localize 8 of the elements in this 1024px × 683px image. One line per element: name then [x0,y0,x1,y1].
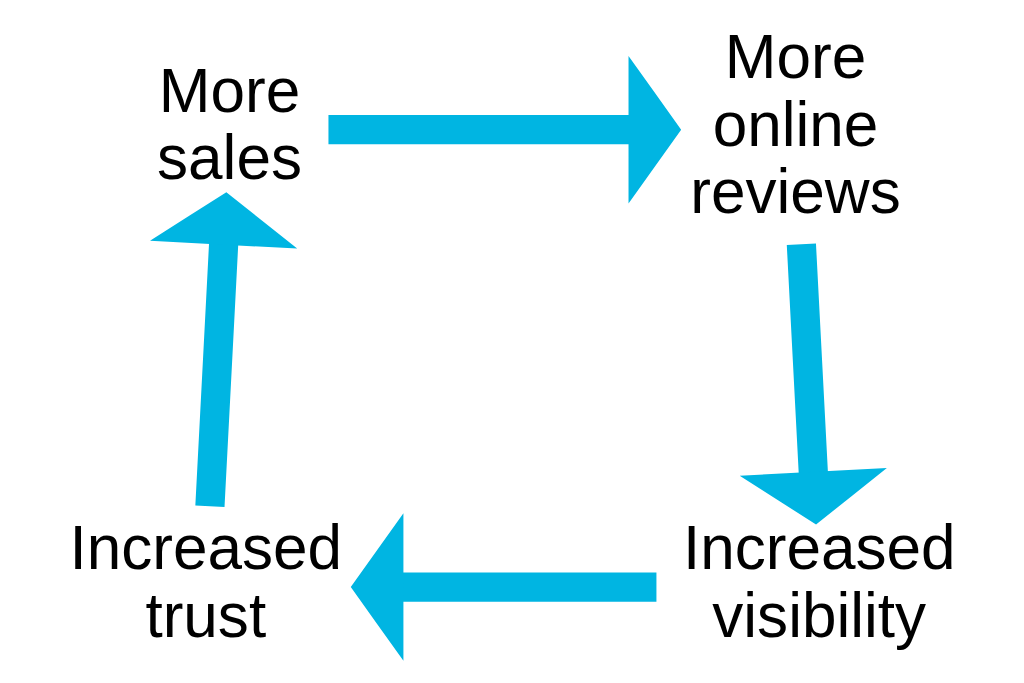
node-text: Increased trust [69,513,342,650]
node-text: More sales [156,55,302,193]
node-text: Increased visibility [682,513,955,650]
arrow [149,192,297,507]
arrow [739,243,887,525]
arrow [327,56,681,204]
arrow [350,513,656,661]
node-text: More online reviews [689,22,901,227]
